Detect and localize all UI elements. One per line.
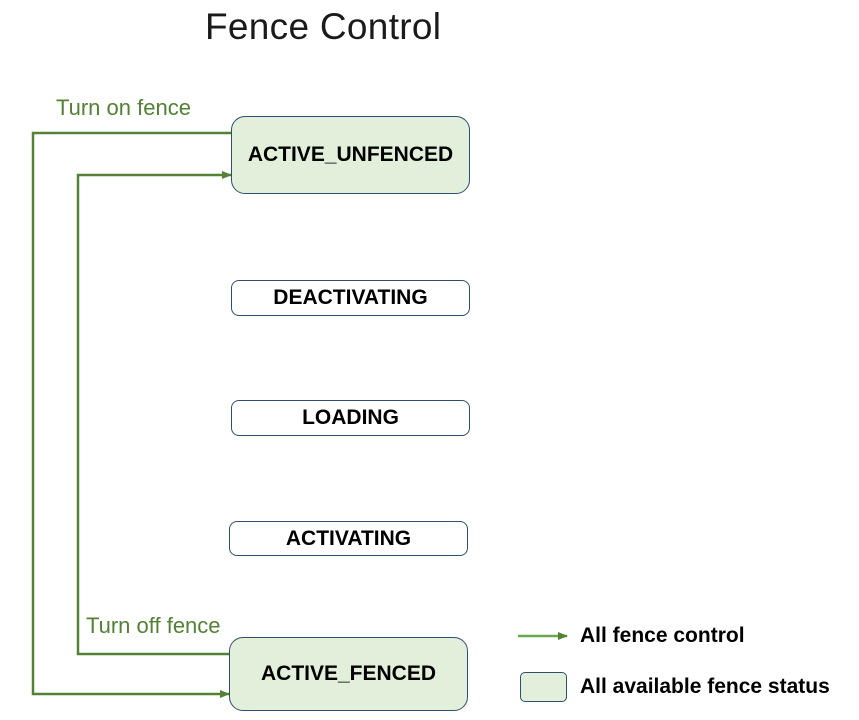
state-active-fenced: ACTIVE_FENCED (229, 637, 468, 711)
turn-off-fence-arrow (76, 171, 232, 656)
legend-status-swatch (520, 672, 567, 702)
state-activating: ACTIVATING (229, 521, 468, 556)
state-active-unfenced: ACTIVE_UNFENCED (231, 116, 470, 194)
turn-on-fence-arrow (31, 131, 231, 698)
state-deactivating: DEACTIVATING (231, 280, 470, 316)
state-loading: LOADING (231, 400, 470, 436)
legend-arrow-label: All fence control (580, 624, 745, 647)
legend-status-label: All available fence status (580, 675, 830, 698)
turn-on-fence-label: Turn on fence (56, 95, 191, 120)
turn-off-fence-label: Turn off fence (86, 613, 221, 638)
diagram-title: Fence Control (205, 6, 442, 47)
